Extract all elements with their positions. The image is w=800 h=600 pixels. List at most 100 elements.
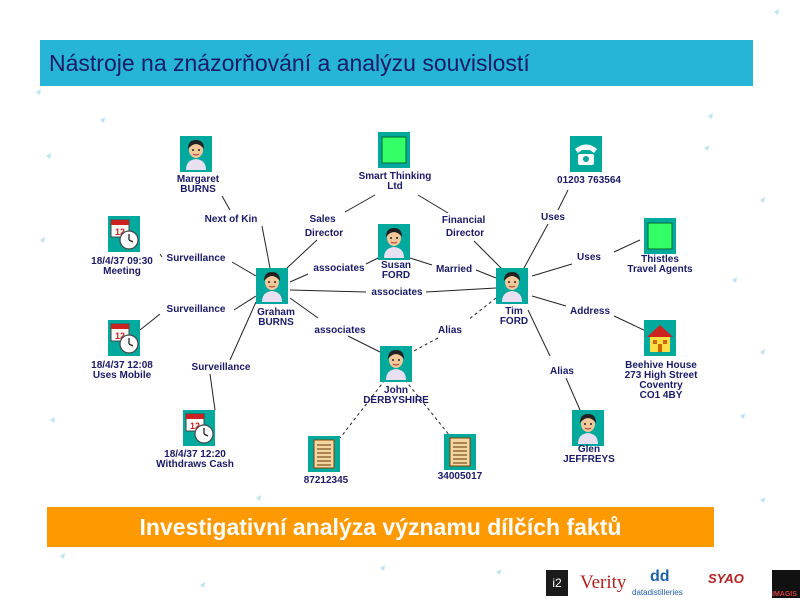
link-line (261, 225, 271, 269)
decor-arrow (50, 417, 55, 423)
link-line (557, 189, 569, 211)
link-line (231, 261, 257, 277)
link-label-financial-director: Financial Director (442, 215, 488, 239)
page-title: Nástroje na znázorňování a analýzu souvi… (40, 40, 753, 86)
organization-icon (644, 218, 676, 254)
decor-arrow (760, 197, 765, 203)
decor-arrow (732, 277, 737, 283)
person-icon (180, 136, 212, 172)
entity-acct2[interactable]: 34005017 (438, 434, 483, 482)
calendar-clock-icon (183, 410, 215, 446)
decor-arrow (40, 237, 45, 243)
link-line (289, 297, 319, 319)
link-line (613, 315, 649, 333)
decor-arrow (200, 582, 205, 588)
link-label-alias-john: Alias (438, 325, 462, 336)
decor-arrow (774, 9, 779, 15)
decor-arrow (496, 569, 501, 575)
link-labels: Next of Kin Sales Director Financial Dir… (167, 212, 611, 377)
person-icon (380, 346, 412, 382)
link-line (233, 295, 257, 311)
person-icon (496, 268, 528, 304)
imagis-logo: IMAGIS (772, 570, 800, 598)
link-line (523, 223, 549, 269)
link-label-uses-phone: Uses (541, 212, 565, 223)
verity-logo: Verity (580, 572, 627, 593)
entity-acct1[interactable]: 87212345 (304, 436, 349, 486)
link-line (531, 295, 567, 307)
decor-arrow (256, 495, 261, 501)
link-label-associates-john: associates (314, 325, 366, 336)
dashed-link-line (467, 297, 497, 321)
entity-label-acct2: 34005017 (438, 471, 483, 482)
decor-arrow (760, 497, 765, 503)
link-label-surveillance-2: Surveillance (167, 304, 226, 315)
link-line (417, 194, 449, 214)
link-line (221, 195, 231, 211)
decor-arrow (46, 153, 51, 159)
person-icon (572, 410, 604, 446)
entity-label-phone: 01203 763564 (557, 175, 621, 186)
organization-icon (378, 132, 410, 168)
imagis-logo-text: IMAGIS (772, 591, 797, 598)
decor-arrow (36, 89, 41, 95)
dashed-link-line (404, 379, 451, 437)
decorative-arrows (36, 9, 779, 588)
person-icon (378, 224, 410, 260)
link-label-address: Address (570, 306, 610, 317)
sponsor-logos: i2 Verity dd datadistilleries SYAO IMAGI… (540, 568, 800, 600)
decor-arrow (760, 349, 765, 355)
datadistilleries-text: datadistilleries (632, 588, 683, 597)
entity-label-acct1: 87212345 (304, 475, 349, 486)
dashed-links (339, 297, 497, 439)
link-label-married: Married (436, 264, 472, 275)
syao-logo: SYAO (708, 570, 748, 598)
entity-phone[interactable]: 01203 763564 (557, 136, 621, 186)
link-line (209, 373, 216, 411)
link-label-surveillance-3: Surveillance (192, 362, 251, 373)
dashed-link-line (411, 337, 439, 353)
link-label-alias-glen: Alias (550, 366, 574, 377)
account-ledger-icon (308, 436, 340, 472)
link-line (613, 239, 641, 253)
link-lines (139, 189, 649, 411)
decor-arrow (708, 113, 713, 119)
calendar-clock-icon (108, 320, 140, 356)
link-line (229, 301, 257, 361)
link-line (347, 335, 381, 353)
decor-arrow (380, 565, 385, 571)
syao-logo-text: SYAO (708, 571, 744, 586)
link-line (527, 309, 551, 357)
link-line (286, 239, 318, 269)
data-distilleries-mark-icon: dd (650, 568, 670, 585)
house-icon (644, 320, 676, 356)
link-line (289, 273, 309, 283)
telephone-icon (570, 136, 602, 172)
link-label-next-of-kin: Next of Kin (205, 214, 258, 225)
decor-arrow (100, 117, 105, 123)
link-line (159, 253, 163, 258)
calendar-clock-icon (108, 216, 140, 252)
